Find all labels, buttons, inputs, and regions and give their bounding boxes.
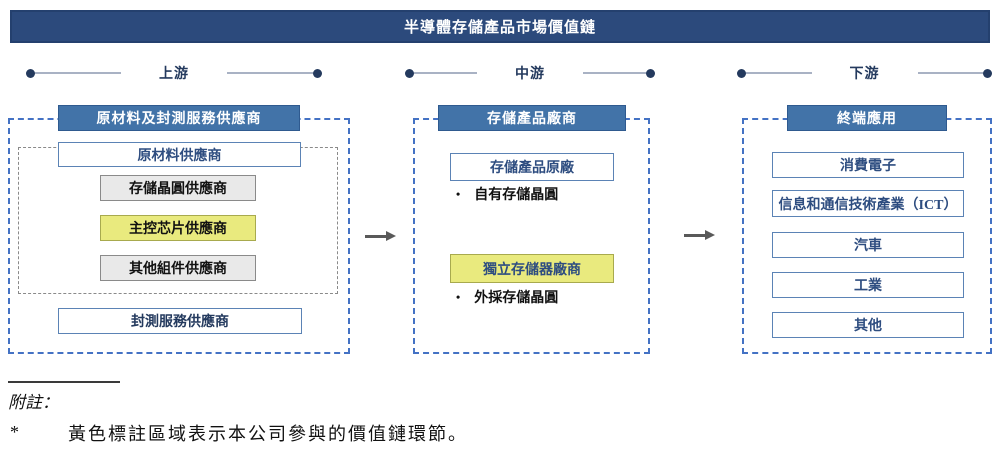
arrow-right-icon	[365, 230, 396, 241]
stage-line	[917, 72, 983, 74]
downstream-header: 終端應用	[787, 105, 947, 131]
stage-line	[35, 72, 121, 74]
end-app-industrial-box: 工業	[772, 272, 964, 298]
storage-wafer-supplier-box: 存儲晶圓供應商	[100, 175, 256, 201]
oem-bullet-text: 自有存儲晶圓	[474, 188, 559, 203]
stage-dot-icon	[646, 68, 655, 78]
stage-downstream: 下游	[737, 64, 992, 82]
stage-dot-icon	[313, 68, 322, 78]
stage-dot-icon	[26, 68, 35, 78]
footnote-label: 附註：	[8, 393, 59, 412]
stage-dot-icon	[983, 68, 992, 78]
stage-label-downstream: 下游	[849, 65, 880, 81]
bullet-dot-icon: •	[456, 186, 461, 201]
end-app-ict-box: 信息和通信技術產業（ICT）	[772, 190, 964, 217]
arrow-right-icon	[684, 229, 715, 240]
other-components-supplier-box: 其他組件供應商	[100, 255, 256, 281]
stage-label-midstream: 中游	[515, 65, 545, 81]
controller-chip-supplier-box-highlighted: 主控芯片供應商	[100, 215, 256, 241]
stage-label-upstream: 上游	[159, 65, 189, 81]
footnote-divider	[8, 381, 120, 383]
end-app-automotive-box: 汽車	[772, 232, 964, 258]
upstream-header: 原材料及封測服務供應商	[58, 105, 300, 131]
arrow-head-icon	[705, 229, 715, 240]
independent-bullet-item: • 外採存儲晶圓	[456, 287, 558, 307]
packaging-testing-supplier-box: 封測服務供應商	[58, 308, 302, 334]
raw-material-supplier-box: 原材料供應商	[58, 142, 301, 167]
stage-line	[583, 72, 646, 74]
bullet-dot-icon: •	[456, 289, 461, 304]
arrow-head-icon	[386, 230, 396, 241]
footnote-text: 黃色標註區域表示本公司參與的價值鏈環節。	[68, 424, 468, 444]
stage-dot-icon	[737, 68, 746, 78]
stage-line	[746, 72, 812, 74]
midstream-header: 存儲產品廠商	[438, 105, 626, 131]
storage-product-oem-box: 存儲產品原廠	[450, 153, 614, 181]
stage-line	[414, 72, 477, 74]
diagram-title: 半導體存儲產品市場價值鏈	[10, 10, 990, 43]
stage-upstream: 上游	[26, 64, 322, 82]
independent-storage-maker-box-highlighted: 獨立存儲器廠商	[450, 254, 614, 283]
end-app-others-box: 其他	[772, 312, 964, 338]
end-app-consumer-electronics-box: 消費電子	[772, 152, 964, 178]
footnote-asterisk: *	[10, 422, 19, 442]
stage-dot-icon	[405, 68, 414, 78]
oem-bullet-item: • 自有存儲晶圓	[456, 184, 558, 204]
stage-midstream: 中游	[405, 64, 655, 82]
stage-line	[227, 72, 313, 74]
independent-bullet-text: 外採存儲晶圓	[474, 291, 559, 306]
